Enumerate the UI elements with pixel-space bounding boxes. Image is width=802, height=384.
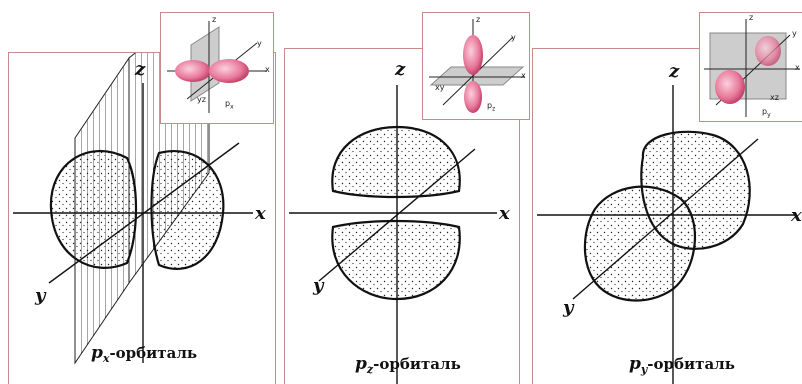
px-left-lobe <box>175 60 211 82</box>
pz-orbital-drawing <box>289 85 497 384</box>
axis-x-label: x <box>255 203 266 224</box>
py-orbital-drawing <box>537 85 795 384</box>
pz-lower-lobe <box>331 219 461 301</box>
px-orbital-drawing <box>13 53 253 365</box>
y-axis <box>572 138 759 300</box>
axis-y-label: y <box>313 275 324 296</box>
xy-plane <box>429 66 525 86</box>
pz-caption: pz-орбиталь <box>355 354 461 376</box>
px-right-lobe <box>209 59 249 83</box>
pz-upper-lobe <box>331 125 461 199</box>
py-back-lobe <box>755 36 781 66</box>
py-front-lobe <box>583 185 697 302</box>
pz-orbital-panel: z x y pz-орбиталь <box>284 48 520 384</box>
pz-upper-lobe <box>463 35 483 75</box>
axis-y-label: y <box>35 285 46 306</box>
py-front-lobe <box>715 70 745 104</box>
px-left-lobe <box>49 149 138 269</box>
axis-x-label: x <box>499 203 510 224</box>
pz-color-inset: z y x xy pz <box>422 12 530 120</box>
axis-z-label: z <box>395 59 406 80</box>
pz-lower-lobe <box>464 81 482 113</box>
py-color-inset: z y x xz py <box>699 12 802 122</box>
axis-z-label: z <box>135 59 146 80</box>
px-right-lobe <box>150 150 225 270</box>
axis-z-label: z <box>669 61 680 82</box>
y-axis <box>318 148 476 282</box>
y-axis <box>48 142 240 284</box>
px-color-inset: z y x yz px <box>160 12 274 124</box>
axis-x-label: x <box>791 205 802 226</box>
px-caption: px-орбиталь <box>91 343 198 365</box>
axis-y-label: y <box>563 297 574 318</box>
py-caption: py-орбиталь <box>629 354 735 376</box>
